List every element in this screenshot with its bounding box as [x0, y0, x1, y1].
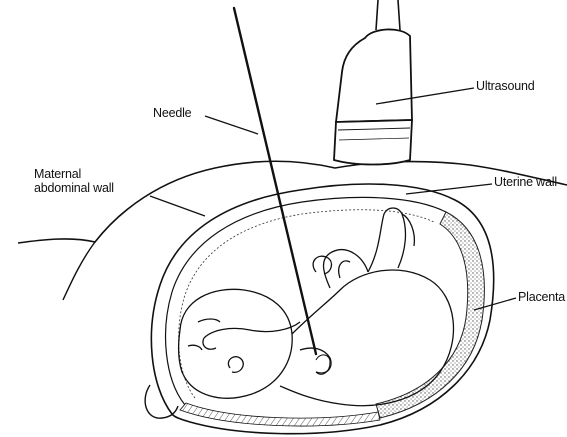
needle-leader-line — [205, 116, 258, 134]
cervix — [145, 385, 178, 418]
ultrasound-probe-icon — [334, 0, 412, 165]
maternal-abdominal-wall-label: Maternal abdominal wall — [34, 167, 114, 195]
abdominal-wall-lower-curve — [63, 242, 95, 300]
placenta-label: Placenta — [518, 290, 565, 304]
uterine-floor-hatch — [180, 403, 380, 426]
uterine-wall-label: Uterine wall — [494, 175, 557, 189]
fetus-icon — [179, 208, 454, 406]
placenta — [376, 212, 484, 418]
amniotic-sac-line — [179, 210, 434, 398]
ultrasound-label: Ultrasound — [476, 79, 534, 93]
maternal-wall-leader-line — [150, 196, 205, 216]
maternal-label-line2: abdominal wall — [34, 181, 114, 195]
maternal-label-line1: Maternal — [34, 167, 114, 181]
needle-label: Needle — [153, 106, 191, 120]
